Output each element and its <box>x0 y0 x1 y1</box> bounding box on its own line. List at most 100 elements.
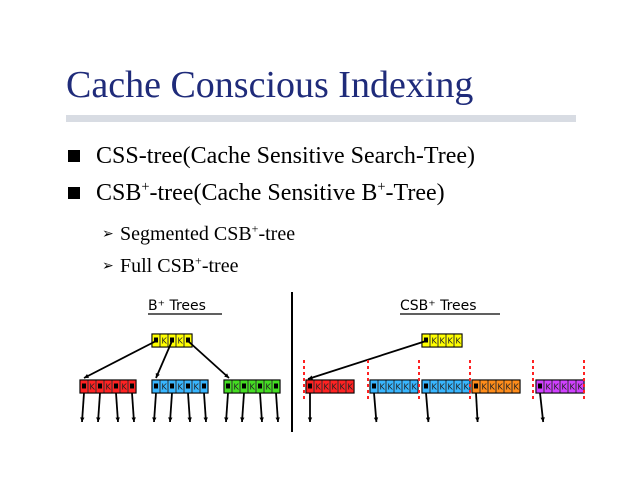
key-cell <box>248 380 256 393</box>
key-cell <box>176 334 184 347</box>
key-label: K <box>266 383 272 392</box>
key-cell <box>402 380 410 393</box>
key-cell <box>160 334 168 347</box>
b-plus-leaf-pointer <box>241 392 245 423</box>
key-label: K <box>332 383 338 392</box>
key-label: K <box>178 337 184 346</box>
key-cell <box>504 380 512 393</box>
pointer-dot <box>154 383 158 389</box>
pointer-dot <box>424 337 428 343</box>
csb-plus-leaf-pointer <box>373 392 378 423</box>
key-label: K <box>506 383 512 392</box>
b-plus-leaf-pointer <box>187 392 191 423</box>
key-cell <box>430 380 438 393</box>
pointer-dot <box>98 383 102 389</box>
csb-plus-leaf-pointer <box>425 392 430 423</box>
key-cell <box>232 380 240 393</box>
key-label: K <box>162 337 168 346</box>
key-cell <box>512 380 520 393</box>
b-plus-leaf-pointer-head <box>131 417 136 422</box>
key-cell <box>576 380 584 393</box>
key-cell <box>176 380 184 393</box>
key-label: K <box>546 383 552 392</box>
key-label: K <box>554 383 560 392</box>
pointer-dot <box>186 337 190 343</box>
sub-bullet-text: Segmented CSB+-tree <box>120 221 296 245</box>
key-cell <box>430 334 438 347</box>
b-plus-leaf-pointer-head <box>187 417 192 422</box>
pointer-dot <box>242 383 246 389</box>
b-plus-leaf-pointer-head <box>96 417 101 422</box>
b-plus-leaf-pointer-head <box>224 417 229 422</box>
key-label: K <box>432 337 438 346</box>
pointer-dot <box>308 383 312 389</box>
b-plus-leaf-pointer <box>275 392 279 423</box>
figure-background <box>72 284 592 434</box>
key-label: K <box>340 383 346 392</box>
square-bullet-icon <box>68 150 80 162</box>
b-plus-trees-label: B⁺ Trees <box>148 298 206 314</box>
csb-plus-leaf-pointer-head <box>307 417 313 422</box>
csb-plus-leaf-pointer-head <box>425 417 431 422</box>
pointer-dot <box>474 383 478 389</box>
key-label: K <box>106 383 112 392</box>
csb-plus-leaf-pointer-head <box>475 417 480 422</box>
pointer-dot <box>170 383 174 389</box>
b-plus-leaf-pointer-head <box>152 417 157 422</box>
key-label: K <box>456 383 462 392</box>
key-label: K <box>456 337 462 346</box>
key-label: K <box>178 383 184 392</box>
pointer-dot <box>130 383 134 389</box>
key-label: K <box>162 383 168 392</box>
key-cell <box>462 380 470 393</box>
key-cell <box>394 380 402 393</box>
key-cell <box>160 380 168 393</box>
b-plus-leaf-pointer-head <box>259 417 264 422</box>
key-label: K <box>448 337 454 346</box>
key-cell <box>454 380 462 393</box>
key-cell <box>438 380 446 393</box>
key-cell <box>438 334 446 347</box>
key-label: K <box>316 383 322 392</box>
key-label: K <box>250 383 256 392</box>
csb-plus-root-pointer-head <box>308 375 313 380</box>
key-cell <box>410 380 418 393</box>
key-label: K <box>578 383 584 392</box>
b-plus-leaf-pointer <box>115 392 119 423</box>
key-label: K <box>570 383 576 392</box>
key-cell <box>446 380 454 393</box>
key-label: K <box>562 383 568 392</box>
key-label: K <box>464 383 470 392</box>
pointer-dot <box>170 337 174 343</box>
b-plus-leaf-pointer-head <box>275 417 280 422</box>
key-cell <box>346 380 354 393</box>
key-cell <box>330 380 338 393</box>
key-label: K <box>348 383 354 392</box>
key-label: K <box>432 383 438 392</box>
key-label: K <box>482 383 488 392</box>
pointer-dot <box>258 383 262 389</box>
sub-bullet-text: Full CSB+-tree <box>120 253 239 277</box>
b-plus-leaf-pointer <box>97 392 101 423</box>
key-cell <box>88 380 96 393</box>
b-plus-root-pointer-head <box>155 373 160 378</box>
b-plus-leaf-pointer <box>153 392 157 423</box>
b-plus-leaf-pointer <box>259 392 263 423</box>
csb-plus-leaf-pointer-head <box>540 417 545 422</box>
bullet-text: CSB+-tree(Cache Sensitive B+-Tree) <box>96 179 445 206</box>
b-plus-root-pointer-head <box>84 374 89 378</box>
key-cell <box>568 380 576 393</box>
key-label: K <box>412 383 418 392</box>
key-label: K <box>448 383 454 392</box>
key-cell <box>386 380 394 393</box>
b-plus-leaf-pointer <box>169 392 173 423</box>
pointer-dot <box>202 383 206 389</box>
pointer-dot <box>424 383 428 389</box>
key-cell <box>120 380 128 393</box>
key-cell <box>544 380 552 393</box>
key-cell <box>314 380 322 393</box>
b-plus-leaf-pointer-head <box>115 417 120 422</box>
title-underline <box>66 115 576 122</box>
csb-plus-leaf-pointer <box>539 392 545 423</box>
key-cell <box>552 380 560 393</box>
